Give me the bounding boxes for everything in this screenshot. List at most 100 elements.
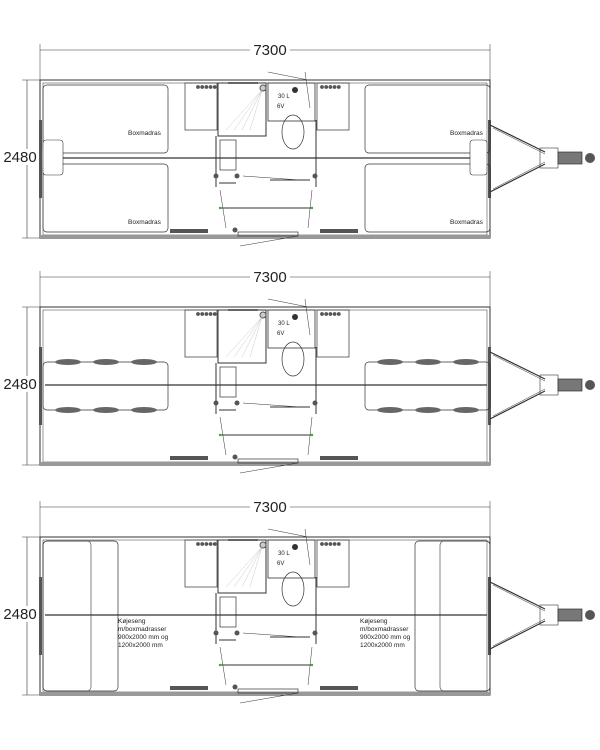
hitch-ball — [585, 610, 595, 620]
dimension-label-bg — [250, 268, 290, 282]
rear-window — [39, 347, 42, 425]
step — [170, 456, 208, 460]
radiator-icon — [200, 85, 205, 89]
door-swing — [307, 189, 313, 229]
coupler — [557, 151, 583, 165]
step — [170, 229, 208, 233]
shower-spray — [249, 316, 263, 358]
hinge-icon — [213, 630, 219, 636]
seat-icon — [377, 359, 403, 365]
rear-window — [39, 120, 42, 198]
radiator-icon — [320, 85, 324, 89]
radiator-icon — [328, 542, 333, 546]
hinge-icon — [213, 400, 219, 406]
door-swing — [219, 416, 227, 456]
floor-edge — [40, 235, 490, 238]
bunk-label: 1200x2000 mm — [360, 642, 405, 649]
drawbar — [489, 620, 546, 650]
radiator-icon — [204, 312, 209, 316]
cabinet-right — [316, 82, 350, 131]
boxmadras-bed — [42, 163, 169, 233]
seat-icon — [453, 359, 479, 365]
drawbar — [492, 388, 546, 417]
hinge-icon — [213, 173, 219, 179]
drawbar — [489, 163, 546, 193]
hinge-icon — [232, 684, 238, 690]
height-dimension-label: 2480 — [3, 376, 36, 393]
table — [42, 361, 169, 411]
hinge-icon — [312, 630, 318, 636]
shower — [217, 539, 267, 594]
radiator-icon — [196, 85, 200, 89]
voltage-label: 6V — [277, 331, 284, 337]
marker — [218, 206, 222, 210]
radiator-icon — [204, 542, 209, 546]
dimension-label-bg — [2, 606, 38, 622]
seat-icon — [93, 407, 119, 413]
door-swing — [219, 189, 227, 229]
outer-wall — [39, 79, 491, 239]
shower-spray — [241, 546, 263, 588]
shower-spray — [241, 316, 263, 358]
pump-icon — [292, 314, 298, 320]
seat-icon — [55, 407, 81, 413]
hinge-icon — [312, 400, 318, 406]
radiator-icon — [212, 85, 217, 89]
seat-icon — [453, 407, 479, 413]
tank-label: 30 L — [278, 321, 290, 327]
voltage-label: 6V — [277, 104, 284, 110]
radiator-icon — [212, 542, 217, 546]
marker — [218, 663, 222, 667]
shower-spray — [233, 546, 263, 588]
door-line — [242, 632, 301, 638]
drawbar — [489, 351, 546, 380]
bunk-label: Køjeseng — [360, 618, 388, 625]
radiator-icon — [324, 312, 329, 316]
marker — [310, 206, 314, 210]
toilet — [281, 571, 305, 607]
radiator-icon — [320, 312, 324, 316]
tank-cabinet — [267, 82, 316, 122]
width-dimension-label: 7300 — [253, 42, 286, 59]
tank-label: 30 L — [278, 94, 290, 100]
radiator-icon — [320, 542, 324, 546]
shower-spray — [225, 89, 263, 131]
outer-wall — [39, 536, 491, 696]
bunk-mattress — [439, 540, 491, 692]
front-window — [488, 577, 491, 655]
seat-icon — [415, 359, 441, 365]
door-swing — [304, 528, 311, 566]
bunk-label: m/boxmadrasser — [118, 626, 167, 633]
radiator-icon — [200, 312, 205, 316]
shower-head-icon — [259, 311, 267, 319]
coupler — [557, 608, 583, 622]
seat-icon — [377, 407, 403, 413]
shower-spray — [225, 316, 263, 358]
height-dimension-label: 2480 — [3, 149, 36, 166]
radiator-icon — [200, 542, 205, 546]
pillow — [469, 139, 488, 176]
door-swing — [267, 71, 309, 81]
cabinet-right — [316, 539, 350, 588]
dimension-label-bg — [2, 149, 38, 165]
table — [364, 361, 491, 411]
hinge-icon — [234, 173, 240, 179]
hitch-ball — [585, 380, 595, 390]
boxmadras-bed — [42, 84, 169, 154]
inner-wall — [42, 309, 488, 463]
boxmadras-bed — [364, 163, 491, 233]
hinge-icon — [312, 173, 318, 179]
pump-icon — [292, 87, 298, 93]
door-swing — [307, 416, 313, 456]
floor-edge — [40, 462, 490, 465]
door-swing — [267, 528, 309, 538]
toilet — [281, 341, 305, 377]
front-window — [488, 347, 491, 425]
step — [320, 229, 358, 233]
bunk-bed — [42, 540, 119, 692]
door-swing — [304, 298, 311, 336]
bunk-label: 1200x2000 mm — [118, 642, 163, 649]
